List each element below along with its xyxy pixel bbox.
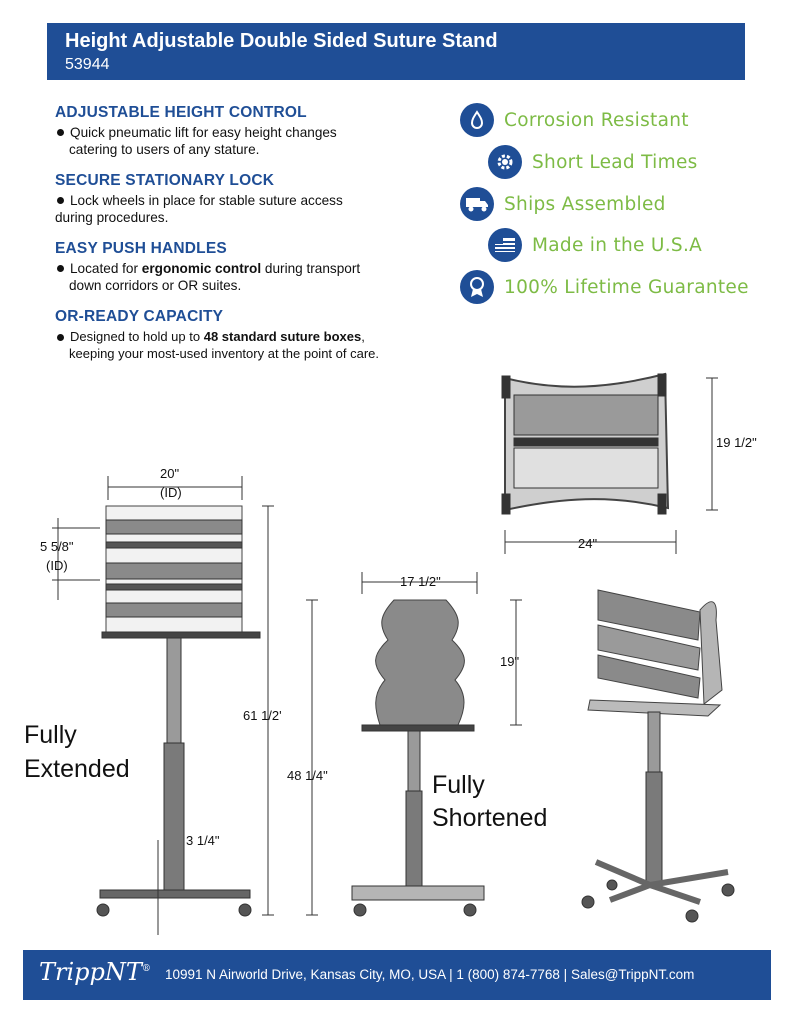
dim-short-height: 48 1/4" — [287, 768, 328, 783]
badge-usa: Made in the U.S.A — [488, 227, 702, 263]
bullet-icon — [57, 333, 64, 341]
dim-extended-height: 61 1/2' — [243, 708, 282, 723]
truck-icon — [460, 187, 494, 221]
label-shortened-1: Fully — [432, 771, 485, 799]
feature-list: ADJUSTABLE HEIGHT CONTROL Quick pneumati… — [55, 104, 435, 376]
dim-short-width: 17 1/2" — [400, 574, 441, 589]
dim-short-panel: 19" — [500, 654, 519, 669]
dim-top-width: 24" — [578, 536, 597, 551]
bullet-icon — [57, 265, 64, 273]
product-code: 53944 — [65, 56, 110, 73]
ribbon-icon — [460, 270, 494, 304]
dim-id-width-note: (ID) — [160, 485, 182, 500]
dim-top-height: 19 1/2" — [716, 435, 757, 450]
bullet-icon — [57, 197, 64, 205]
feature-heading: SECURE STATIONARY LOCK — [55, 172, 275, 189]
feature-heading: EASY PUSH HANDLES — [55, 240, 227, 257]
gear-icon — [488, 145, 522, 179]
bullet-icon — [57, 129, 64, 137]
footer-bar: TrippNT® 10991 N Airworld Drive, Kansas … — [23, 950, 771, 1000]
feature-text: Designed to hold up to 48 standard sutur… — [55, 328, 435, 362]
drop-icon — [460, 103, 494, 137]
badge-lead-times: Short Lead Times — [488, 144, 698, 180]
badge-assembled: Ships Assembled — [460, 186, 666, 222]
top-view-illustration — [501, 372, 670, 515]
flag-icon — [488, 228, 522, 262]
feature-text: Quick pneumatic lift for easy height cha… — [55, 124, 435, 158]
feature-lock: SECURE STATIONARY LOCK Lock wheels in pl… — [55, 172, 435, 226]
feature-handles: EASY PUSH HANDLES Located for ergonomic … — [55, 240, 435, 294]
dim-shelf-gap: 5 5/8" — [40, 539, 74, 554]
feature-text: Located for ergonomic control during tra… — [55, 260, 435, 294]
dim-id-width: 20" — [160, 466, 179, 481]
header-bar: Height Adjustable Double Sided Suture St… — [47, 23, 745, 80]
feature-height: ADJUSTABLE HEIGHT CONTROL Quick pneumati… — [55, 104, 435, 158]
label-shortened-2: Shortened — [432, 804, 547, 832]
trippnt-logo: TrippNT® — [39, 958, 151, 986]
feature-heading: OR-READY CAPACITY — [55, 308, 224, 325]
label-extended-1: Fully — [24, 721, 77, 749]
page-title: Height Adjustable Double Sided Suture St… — [65, 30, 498, 52]
feature-text: Lock wheels in place for stable suture a… — [55, 193, 343, 225]
extended-stand-illustration — [96, 505, 261, 917]
contact-info: 10991 N Airworld Drive, Kansas City, MO,… — [165, 967, 695, 982]
dim-pole: 3 1/4" — [186, 833, 220, 848]
label-extended-2: Extended — [24, 755, 130, 783]
feature-capacity: OR-READY CAPACITY Designed to hold up to… — [55, 308, 435, 362]
shortened-stand-illustration — [351, 599, 485, 917]
badge-guarantee: 100% Lifetime Guarantee — [460, 269, 749, 305]
feature-heading: ADJUSTABLE HEIGHT CONTROL — [55, 104, 307, 121]
dim-shelf-gap-note: (ID) — [46, 558, 68, 573]
isometric-stand-illustration — [581, 589, 735, 923]
badge-corrosion: Corrosion Resistant — [460, 102, 689, 138]
